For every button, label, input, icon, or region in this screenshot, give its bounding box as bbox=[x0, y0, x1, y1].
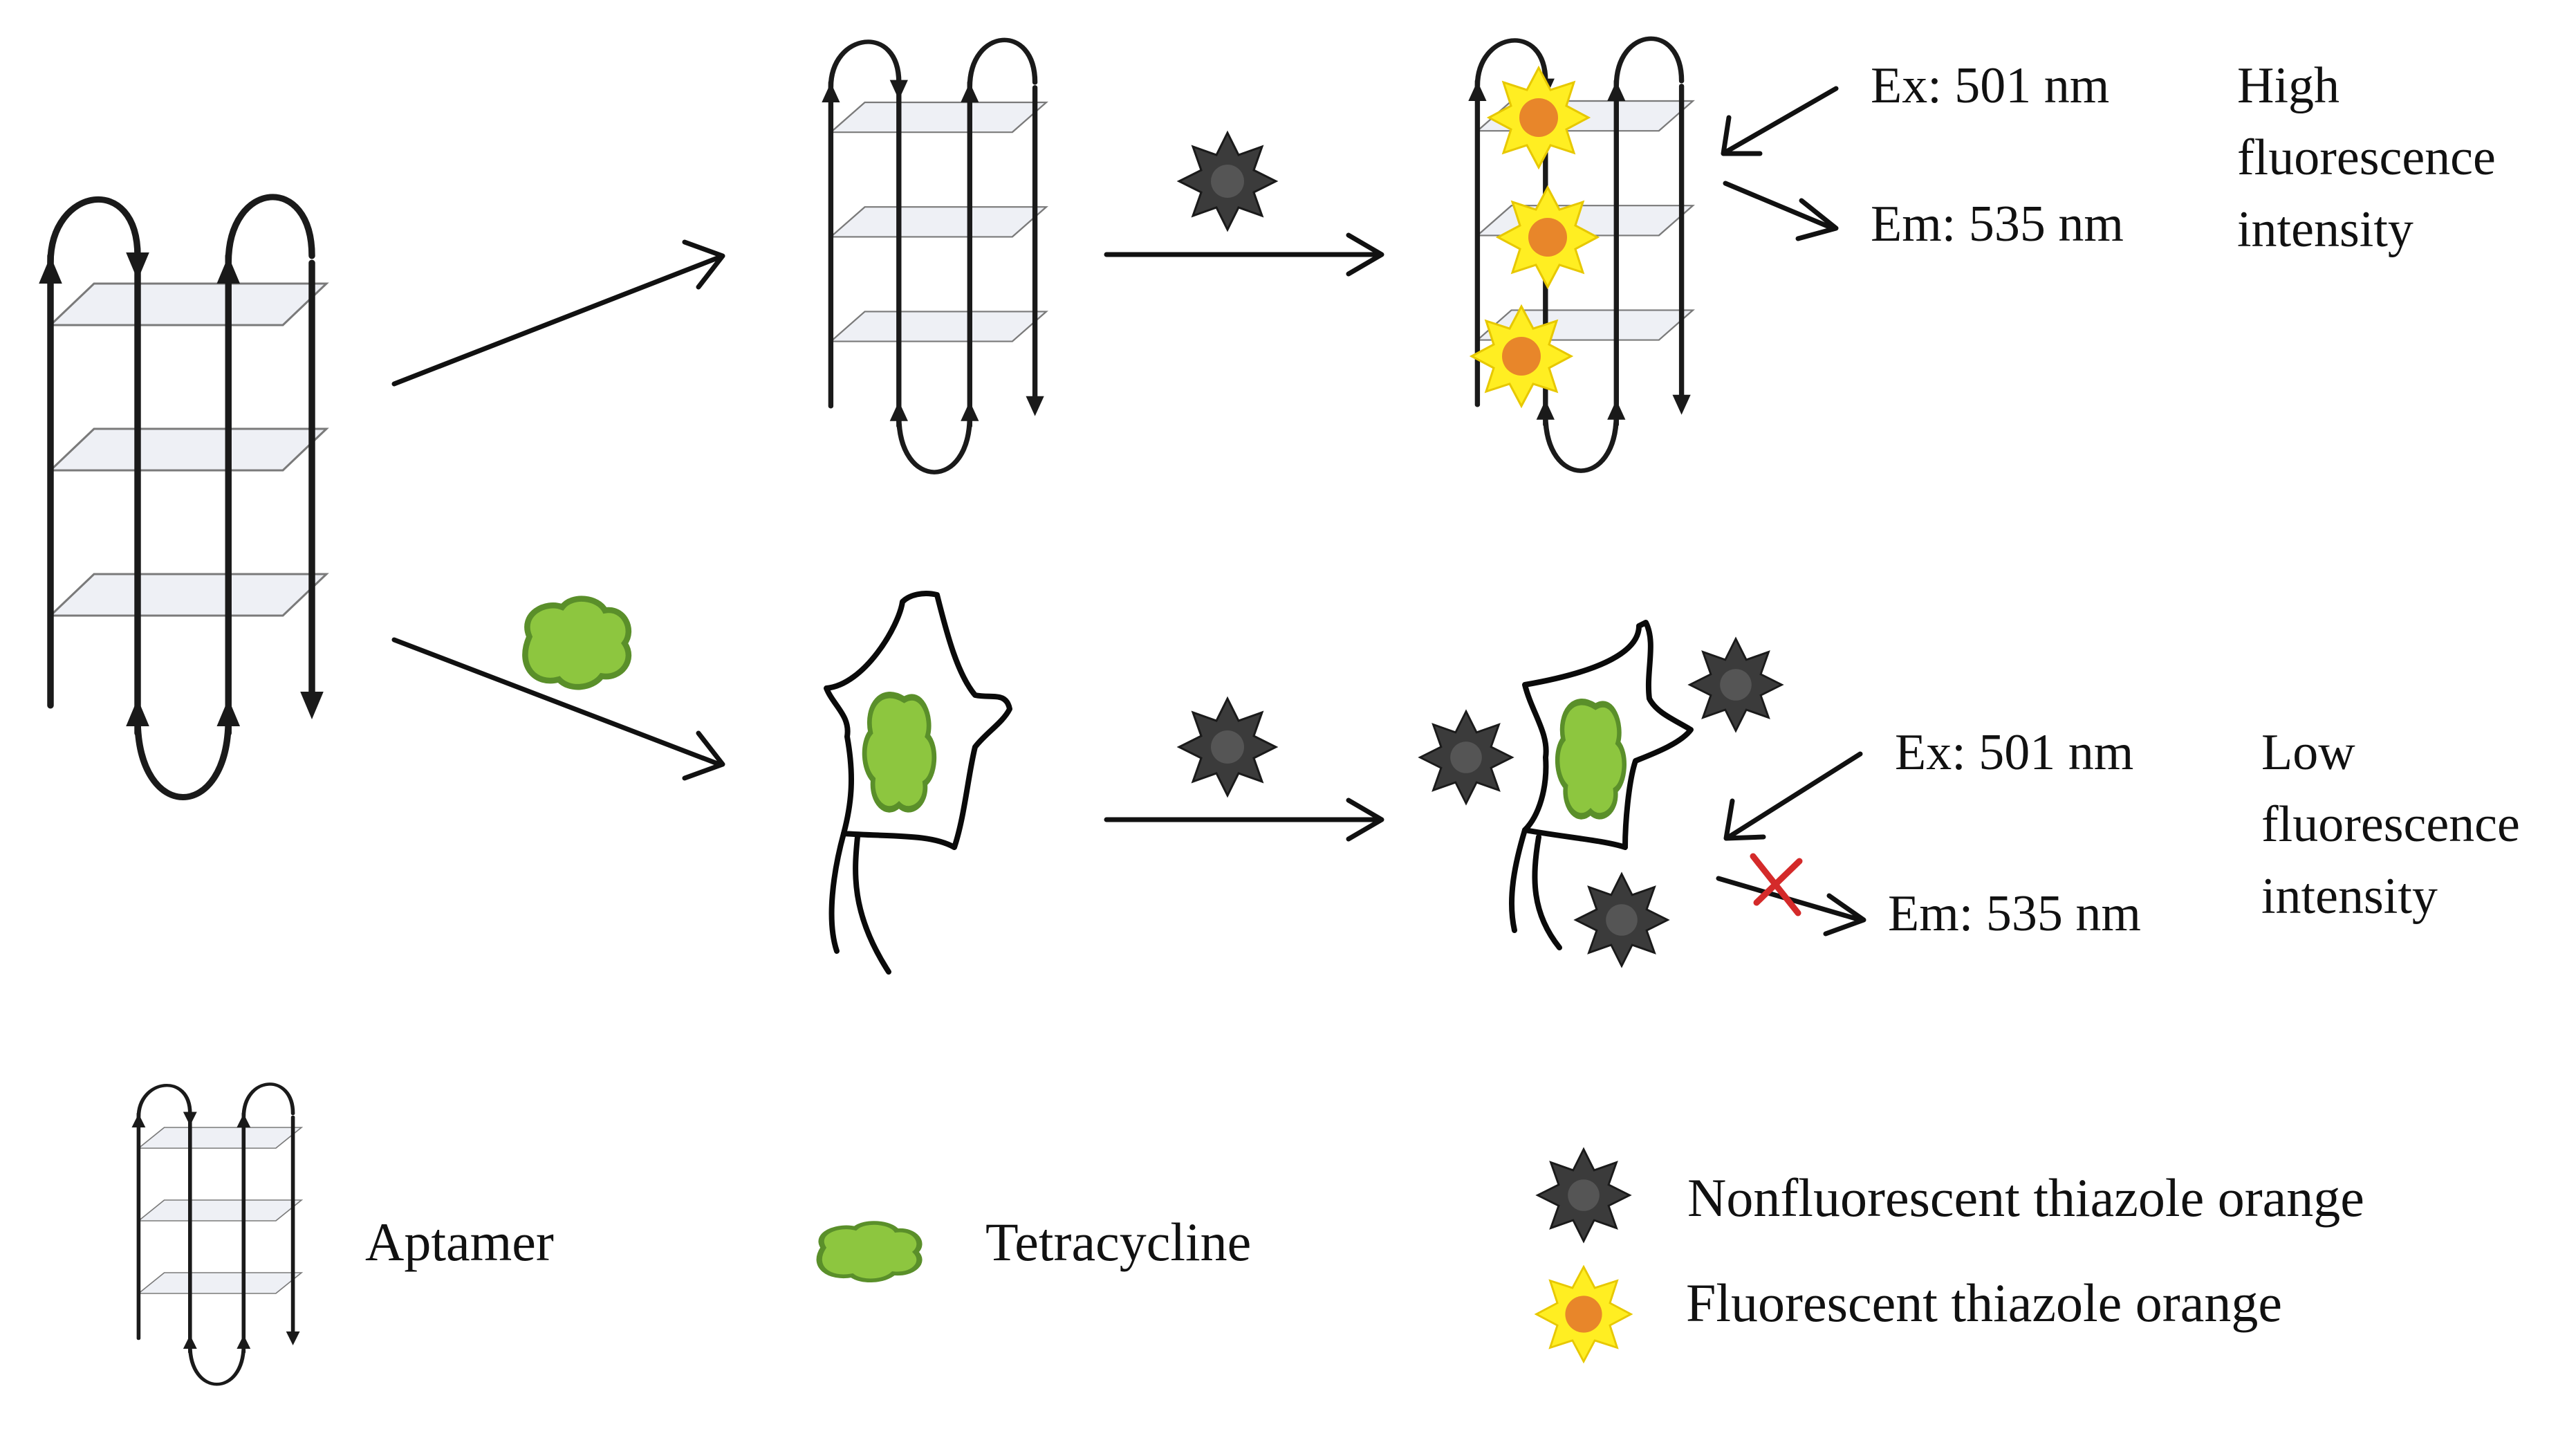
excitation-arrow-upper bbox=[1721, 86, 1839, 156]
lower-reaction-arrow bbox=[1104, 798, 1384, 842]
upper-path-arrow bbox=[391, 239, 725, 387]
excitation-arrow-lower bbox=[1723, 751, 1863, 841]
emission-label-lower: Em: 535 nm bbox=[1888, 885, 2141, 942]
result-label-upper-1: High bbox=[2237, 57, 2339, 114]
lower-path-arrow bbox=[391, 637, 725, 781]
result-label-lower-2: fluorescence bbox=[2261, 796, 2520, 853]
excitation-label-lower: Ex: 501 nm bbox=[1895, 724, 2133, 781]
fluorescent-to-star-icon bbox=[1470, 66, 1599, 407]
legend-fluorescent-icon bbox=[1535, 1266, 1632, 1363]
result-label-upper-2: fluorescence bbox=[2237, 129, 2496, 186]
legend-aptamer-label: Aptamer bbox=[365, 1212, 554, 1272]
legend-tetracycline-icon bbox=[819, 1223, 920, 1280]
legend: Aptamer Tetracycline Nonfluorescent thia… bbox=[131, 1084, 2364, 1384]
nonfluorescent-to-star-icon bbox=[1178, 131, 1277, 231]
emission-label-upper: Em: 535 nm bbox=[1871, 196, 2124, 252]
blocked-emission-cross-icon bbox=[1750, 853, 1803, 916]
unfolded-aptamer-icon bbox=[824, 591, 1012, 975]
result-label-lower-3: intensity bbox=[2261, 868, 2438, 925]
result-label-lower-1: Low bbox=[2261, 724, 2355, 781]
tetracycline-icon bbox=[525, 599, 628, 688]
excitation-label-upper: Ex: 501 nm bbox=[1871, 57, 2109, 114]
unbound-complex-icon bbox=[1419, 620, 1783, 967]
upper-reaction-arrow bbox=[1104, 232, 1384, 277]
legend-nonfluorescent-label: Nonfluorescent thiazole orange bbox=[1687, 1168, 2364, 1228]
emission-arrow-upper bbox=[1723, 181, 1839, 241]
legend-fluorescent-label: Fluorescent thiazole orange bbox=[1686, 1273, 2282, 1333]
nonfluorescent-reactant-lower-icon bbox=[1178, 697, 1277, 797]
legend-aptamer-icon bbox=[131, 1084, 302, 1384]
folded-aptamer-icon bbox=[822, 40, 1046, 472]
legend-nonfluorescent-icon bbox=[1537, 1148, 1631, 1242]
bound-aptamer-icon bbox=[1468, 39, 1693, 471]
initial-aptamer-icon bbox=[39, 197, 326, 798]
result-label-upper-3: intensity bbox=[2237, 201, 2413, 258]
legend-tetracycline-label: Tetracycline bbox=[985, 1212, 1251, 1272]
